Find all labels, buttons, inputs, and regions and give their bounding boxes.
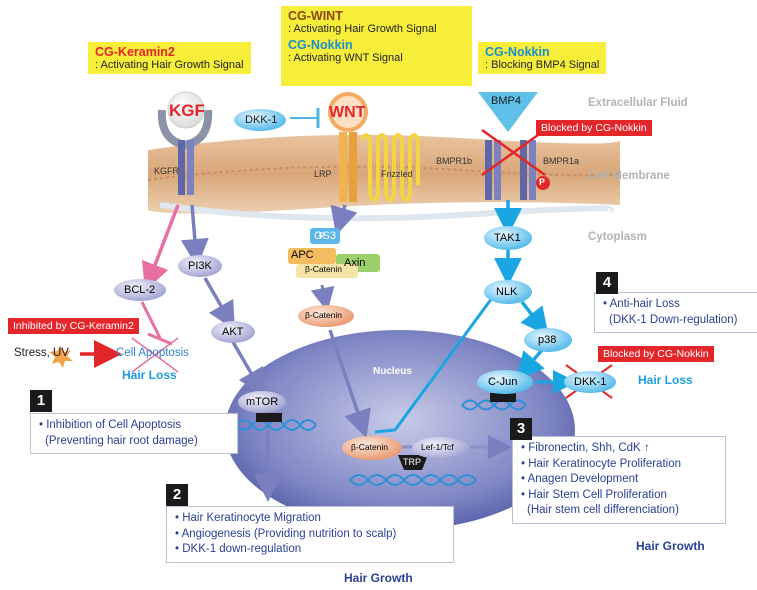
- box2-line1: • Hair Keratinocyte Migration: [175, 512, 321, 524]
- lef1-tcf: Lef-1/Tcf: [421, 442, 454, 452]
- bcl2-protein: BCL-2: [124, 284, 156, 296]
- hair-loss-right: Hair Loss: [638, 373, 693, 387]
- beta-catenin-complex: β-Catenin: [305, 264, 343, 274]
- akt-protein: AKT: [222, 326, 244, 338]
- dkk1-nuclear: DKK-1: [574, 376, 607, 388]
- wint-title: CG-WINT: [288, 9, 343, 23]
- box4-number: 4: [596, 272, 618, 294]
- dkk1-protein: DKK-1: [245, 114, 278, 126]
- phosphate-gs3: P: [319, 231, 326, 241]
- box4-line1: • Anti-hair Loss: [603, 298, 680, 310]
- label-membrane: Cell Membrane: [588, 170, 670, 182]
- hair-loss-left: Hair Loss: [122, 368, 177, 382]
- stress-uv-label: Stress, UV: [14, 347, 69, 359]
- box3-number: 3: [510, 418, 532, 440]
- cell-apoptosis-label: Cell Apoptosis: [116, 347, 189, 359]
- lrp-receptor: LRP: [314, 169, 332, 179]
- apc-protein: APC: [291, 249, 314, 261]
- outcome-box-1: • Inhibition of Cell Apoptosis (Preventi…: [30, 413, 238, 455]
- frizzled-receptor: Frizzled: [381, 169, 413, 179]
- box1-line2: (Preventing hair root damage): [45, 434, 198, 447]
- nokkin-bmp-desc: : Blocking BMP4 Signal: [485, 59, 600, 71]
- label-extracellular: Extracellular Fluid: [588, 97, 688, 109]
- keramin2-desc: : Activating Hair Growth Signal: [95, 59, 244, 71]
- outcome-box-2: • Hair Keratinocyte Migration • Angiogen…: [166, 506, 454, 563]
- axin-protein: Axin: [344, 257, 366, 269]
- nokkin-bmp-box: CG-Nokkin : Blocking BMP4 Signal: [478, 42, 607, 74]
- wnt-ligand: WNT: [329, 104, 366, 121]
- cjun-protein: C-Jun: [488, 376, 518, 388]
- box2-line3: • DKK-1 down-regulation: [175, 543, 302, 556]
- hair-growth-bottom: Hair Growth: [344, 571, 413, 585]
- bmpr1a-receptor: BMPR1a: [543, 156, 580, 166]
- bmp4-ligand: BMP4: [491, 95, 521, 107]
- box3-line4: • Hair Stem Cell Proliferation: [521, 488, 667, 501]
- label-cytoplasm: Cytoplasm: [588, 231, 647, 243]
- wint-desc: : Activating Hair Growth Signal: [288, 23, 437, 35]
- label-nucleus: Nucleus: [373, 366, 412, 377]
- box3-line2: • Hair Keratinocyte Proliferation: [521, 457, 681, 470]
- p38-protein: p38: [538, 334, 557, 346]
- inhibited-tag-keramin: Inhibited by CG-Keramin2: [8, 318, 139, 334]
- box3-line1: • Fibronectin, Shh, CdK: [521, 442, 641, 454]
- kgfr-receptor: KGFR: [154, 166, 180, 176]
- box1-number: 1: [30, 390, 52, 412]
- pi3k-protein: PI3K: [188, 260, 212, 272]
- mtor-protein: mTOR: [246, 396, 279, 408]
- up-arrow-icon: ↑: [643, 442, 650, 454]
- outcome-box-3: • Fibronectin, Shh, CdK ↑ • Hair Keratin…: [512, 436, 726, 524]
- tak1-protein: TAK1: [494, 232, 521, 244]
- gs3-protein: GS3: [314, 230, 337, 242]
- blocked-tag-bmp: Blocked by CG-Nokkin: [536, 120, 652, 136]
- bmpr1b-receptor: BMPR1b: [436, 156, 473, 166]
- box2-number: 2: [166, 484, 188, 506]
- nokkin-wnt-desc: : Activating WNT Signal: [288, 52, 403, 64]
- nlk-protein: NLK: [496, 286, 518, 298]
- wint-box: CG-WINT : Activating Hair Growth Signal …: [281, 6, 472, 86]
- nokkin-bmp-title: CG-Nokkin: [485, 45, 550, 59]
- beta-catenin-nuclear: β-Catenin: [351, 442, 389, 452]
- kgf-ligand: KGF: [169, 101, 205, 120]
- keramin2-box: CG-Keramin2 : Activating Hair Growth Sig…: [88, 42, 251, 74]
- nokkin-wnt-title: CG-Nokkin: [288, 38, 353, 52]
- keramin2-title: CG-Keramin2: [95, 45, 175, 59]
- box3-line3: • Anagen Development: [521, 473, 639, 486]
- box2-line2: • Angiogenesis (Providing nutrition to s…: [175, 527, 397, 540]
- box1-line1: • Inhibition of Cell Apoptosis: [39, 419, 182, 431]
- blocked-tag-dkk: Blocked by CG-Nokkin: [598, 346, 714, 362]
- box3-line5: (Hair stem cell differenciation): [527, 504, 679, 517]
- outcome-box-4: • Anti-hair Loss (DKK-1 Down-regulation): [594, 292, 757, 334]
- phosphate-bmpr: P: [539, 177, 546, 187]
- hair-growth-right: Hair Growth: [636, 539, 705, 553]
- trp-factor: TRP: [403, 457, 421, 467]
- beta-catenin: β-Catenin: [305, 310, 343, 320]
- box4-line2: (DKK-1 Down-regulation): [609, 313, 738, 326]
